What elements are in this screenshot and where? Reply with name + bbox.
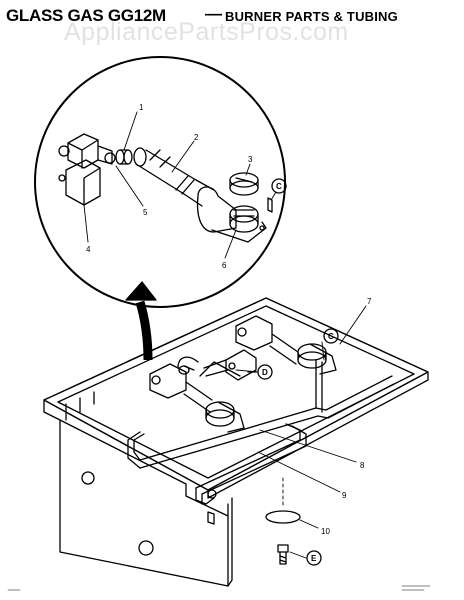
label-part-6: 6 <box>222 261 227 270</box>
callout-e: E <box>311 554 317 563</box>
leader-10 <box>299 519 319 529</box>
leader-d <box>235 369 259 373</box>
mounting-screw-e <box>277 544 289 565</box>
burner-assembly-rear <box>203 315 337 381</box>
knockout-hole-left <box>81 471 95 485</box>
leader-5 <box>115 165 144 207</box>
callout-d-circle <box>257 364 273 380</box>
detail-screw <box>267 197 273 213</box>
title-subtitle: BURNER PARTS & TUBING <box>225 9 398 24</box>
label-part-4: 4 <box>86 245 91 254</box>
callout-c-main: C <box>328 332 334 341</box>
leader-4 <box>83 204 89 243</box>
orifice-fitting <box>115 149 133 165</box>
leader-9 <box>257 451 341 493</box>
watermark: AppliancePartsPros.com <box>64 18 349 46</box>
burner-tube <box>133 147 215 207</box>
label-part-2: 2 <box>194 133 199 142</box>
label-part-5: 5 <box>143 208 148 217</box>
callout-c-detail-circle <box>271 178 287 194</box>
label-part-1: 1 <box>139 103 144 112</box>
leader-c-detail <box>270 191 277 201</box>
leader-8 <box>259 429 357 463</box>
callout-e-circle <box>306 550 322 566</box>
print-mark-right <box>401 585 431 591</box>
gas-manifold-tubing <box>127 359 395 525</box>
mounting-bracket <box>58 159 101 206</box>
leader-6 <box>224 229 237 259</box>
burner-cap <box>229 172 259 196</box>
leader-c-main <box>321 341 325 361</box>
leader-3 <box>245 163 251 176</box>
label-part-10: 10 <box>321 527 330 536</box>
label-part-8: 8 <box>360 461 365 470</box>
burner-head-assembly <box>196 186 267 243</box>
leader-7 <box>339 305 367 345</box>
washer-part-10 <box>265 510 301 524</box>
label-part-7: 7 <box>367 297 372 306</box>
knockout-hole-right <box>138 540 154 556</box>
leader-1 <box>123 111 138 151</box>
callout-c-detail: C <box>276 182 282 191</box>
title-separator: — <box>205 4 222 23</box>
magnify-arrow <box>135 300 153 361</box>
magnify-arrow-head <box>125 281 157 301</box>
callout-c-main-circle <box>323 328 339 344</box>
title-main: GLASS GAS GG12M <box>6 6 166 25</box>
callout-d: D <box>262 368 268 377</box>
label-part-3: 3 <box>248 155 253 164</box>
leader-2 <box>171 140 195 173</box>
diagram-title: GLASS GAS GG12M — BURNER PARTS & TUBING <box>0 4 464 26</box>
label-part-9: 9 <box>342 491 347 500</box>
burner-elbow-fitting <box>58 133 116 169</box>
detail-magnifier-circle <box>34 56 286 308</box>
leader-e <box>289 551 307 559</box>
